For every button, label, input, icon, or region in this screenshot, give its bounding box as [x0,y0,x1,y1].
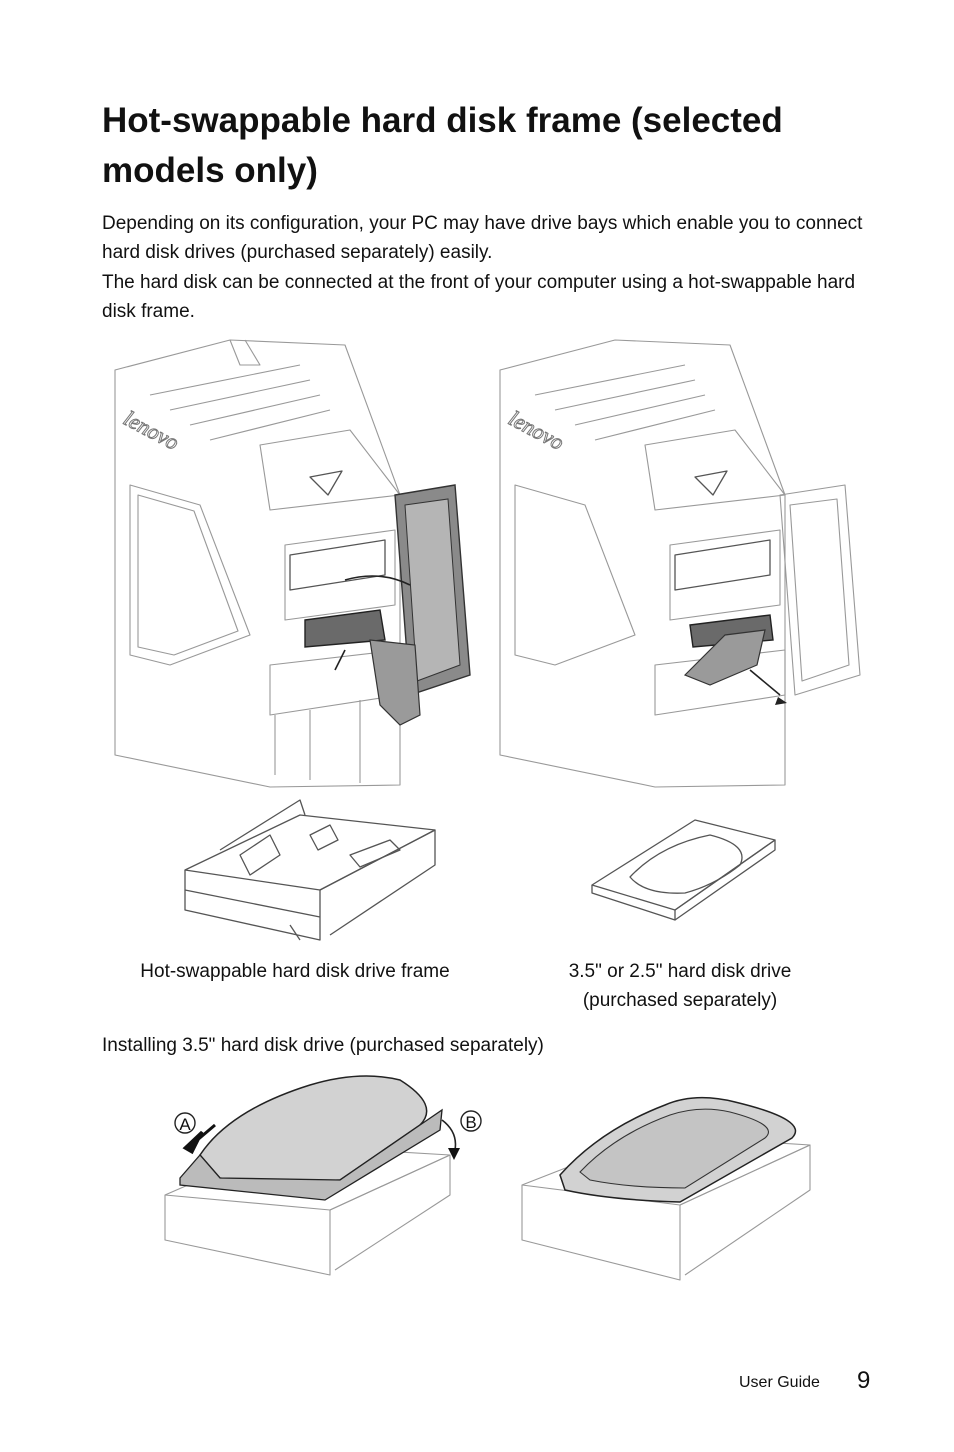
page-title: Hot-swappable hard disk frame (selected … [102,101,783,190]
tower-logo-1: lenovo [120,405,184,455]
empty-frame-illustration [184,799,436,941]
install-caption: Installing 3.5" hard disk drive (purchas… [102,1035,544,1056]
tower-pull-frame-illustration: lenovo [499,339,861,788]
step-b-label: B [465,1113,476,1132]
connection-paragraph: The hard disk can be connected at the fr… [102,272,856,322]
tower-open-door-illustration: lenovo [114,339,471,788]
drive-caption-line2: (purchased separately) [582,990,778,1011]
installed-drive-illustration [521,1096,811,1281]
step-a-label: A [179,1115,191,1134]
page-number: 9 [857,1367,871,1394]
footer-label: User Guide [739,1374,820,1391]
frame-caption: Hot-swappable hard disk drive frame [140,961,450,982]
intro-paragraph: Depending on its configuration, your PC … [102,213,863,263]
install-step-illustration: A B [164,1075,482,1276]
hard-disk-illustration [591,819,776,921]
drive-caption-line1: 3.5" or 2.5" hard disk drive [568,961,792,982]
tower-logo-2: lenovo [505,405,569,455]
